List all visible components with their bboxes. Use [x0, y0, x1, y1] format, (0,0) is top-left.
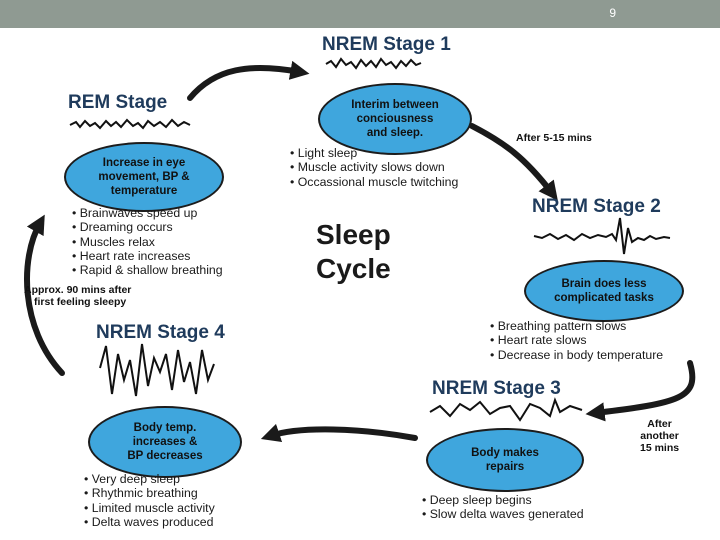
bubble-line: and sleep. [366, 127, 424, 139]
bubble-line: Interim between [351, 99, 439, 111]
center-title-line: Cycle [316, 253, 391, 284]
arrows-and-waves [24, 57, 696, 443]
bullet-item: Rapid & shallow breathing [72, 263, 223, 277]
bullet-item: Brainwaves speed up [72, 206, 223, 220]
nrem-stage-4-bullets: Very deep sleep Rhythmic breathing Limit… [84, 472, 215, 529]
nrem-stage-3-bullets: Deep sleep begins Slow delta waves gener… [422, 493, 584, 522]
arrow-nrem2-to-nrem3 [585, 360, 696, 422]
nrem-stage-1-title: NREM Stage 1 [322, 34, 451, 55]
nrem-stage-4-title: NREM Stage 4 [96, 322, 225, 343]
bullet-item: Decrease in body temperature [490, 348, 663, 362]
wave-nrem4 [99, 343, 215, 397]
wave-nrem1 [325, 57, 422, 70]
note-after-another-15-mins: After another 15 mins [640, 418, 679, 454]
nrem-stage-1-bubble: Interim between conciousness and sleep. [318, 83, 472, 155]
nrem-stage-3-title: NREM Stage 3 [432, 378, 561, 399]
bullet-item: Breathing pattern slows [490, 319, 663, 333]
bullet-item: Heart rate slows [490, 333, 663, 347]
note-line: 15 mins [640, 442, 680, 454]
rem-stage-bubble: Increase in eye movement, BP & temperatu… [64, 142, 224, 212]
note-approx-90-mins: Approx. 90 mins after first feeling slee… [24, 284, 131, 308]
bubble-line: Body makes [471, 447, 539, 459]
nrem-stage-1-bullets: Light sleep Muscle activity slows down O… [290, 146, 459, 189]
note-line: first feeling sleepy [34, 296, 127, 308]
arrow-nrem3-to-nrem4 [260, 423, 418, 443]
bullet-item: Muscle activity slows down [290, 160, 458, 174]
wave-rem [69, 118, 191, 130]
bubble-line: repairs [485, 461, 525, 473]
slide-number: 9 [609, 6, 616, 20]
rem-stage-title: REM Stage [68, 92, 168, 113]
note-line: After [647, 418, 672, 430]
nrem-stage-4-bubble: Body temp. increases & BP decreases [88, 406, 242, 478]
wave-nrem2 [533, 217, 671, 255]
diagram-center-title: Sleep Cycle [316, 218, 391, 286]
bullet-item: Heart rate increases [72, 249, 223, 263]
note-line: another [640, 430, 679, 442]
note-after-5-15-mins: After 5-15 mins [516, 132, 592, 144]
note-line: Approx. 90 mins after [24, 284, 132, 296]
bubble-line: Body temp. [133, 422, 197, 434]
bullet-item: Deep sleep begins [422, 493, 584, 507]
arrow-nrem1-to-nrem2 [469, 123, 558, 201]
bubble-line: Brain does less [561, 278, 647, 290]
nrem-stage-2-bubble: Brain does less complicated tasks [524, 260, 684, 322]
nrem-stage-3-bubble: Body makes repairs [426, 428, 584, 492]
bubble-line: Increase in eye [102, 157, 186, 169]
bubble-line: temperature [110, 185, 178, 197]
bubble-line: movement, BP & [98, 171, 190, 183]
bubble-line: BP decreases [127, 450, 203, 462]
bubble-line: conciousness [356, 113, 434, 125]
nrem-stage-2-title: NREM Stage 2 [532, 196, 661, 217]
rem-stage-bullets: Brainwaves speed up Dreaming occurs Musc… [72, 206, 223, 277]
bullet-item: Delta waves produced [84, 515, 215, 529]
arrow-nrem4-to-rem [24, 214, 65, 376]
bullet-item: Occassional muscle twitching [290, 175, 459, 189]
bubble-line: increases & [132, 436, 198, 448]
center-title-line: Sleep [316, 219, 391, 250]
arrow-rem-to-nrem1 [187, 60, 310, 101]
sleep-cycle-diagram: NREM Stage 1 Interim between conciousnes… [0, 28, 720, 540]
nrem-stage-2-bullets: Breathing pattern slows Heart rate slows… [490, 319, 663, 362]
bullet-item: Slow delta waves generated [422, 507, 584, 521]
bullet-item: Rhythmic breathing [84, 486, 215, 500]
bullet-item: Limited muscle activity [84, 501, 215, 515]
bullet-item: Very deep sleep [84, 472, 215, 486]
slide-header-bar: 9 [0, 0, 720, 28]
bullet-item: Dreaming occurs [72, 220, 223, 234]
bubble-line: complicated tasks [554, 292, 654, 304]
bullet-item: Muscles relax [72, 235, 223, 249]
bullet-item: Light sleep [290, 146, 458, 160]
wave-nrem3 [429, 397, 583, 422]
